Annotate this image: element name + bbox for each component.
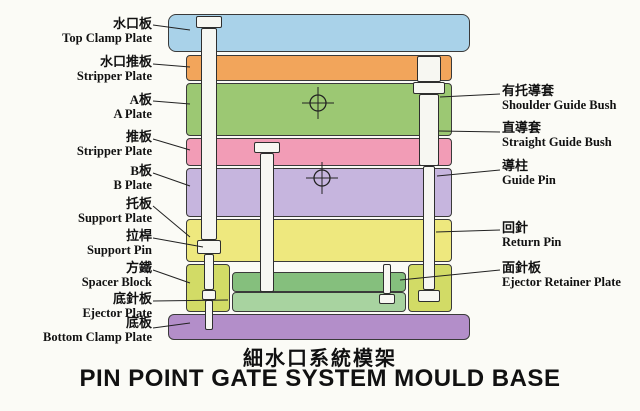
return-pin-head [379, 294, 395, 304]
label-zh: 底板 [125, 315, 152, 330]
label-guide-pin: 導柱 Guide Pin [502, 158, 638, 188]
label-support-plate: 托板 Support Plate [0, 196, 154, 226]
label-support-pin: 拉桿 Support Pin [0, 228, 154, 258]
label-en: Bottom Clamp Plate [42, 330, 152, 344]
support-plate [186, 219, 452, 262]
label-en: Ejector Plate [82, 306, 152, 320]
label-ejector-retainer-plate: 面針板 Ejector Retainer Plate [502, 260, 638, 290]
label-zh: 面針板 [502, 260, 542, 275]
label-en: Straight Guide Bush [502, 135, 612, 149]
leader-spacer-block [152, 269, 191, 284]
bottom-clamp-plate [168, 314, 470, 340]
label-zh: 回針 [502, 220, 529, 235]
ejector-retainer-plate [232, 272, 406, 292]
label-en: A Plate [113, 107, 152, 121]
label-zh: B板 [130, 163, 152, 178]
support-pin-collar [197, 240, 221, 254]
label-ejector-plate: 底針板 Ejector Plate [0, 291, 154, 321]
stripper-plate-upper [186, 55, 452, 81]
ejector-bolt-shaft-left [205, 300, 213, 330]
label-b-plate: B板 B Plate [0, 163, 154, 193]
label-straight-guide-bush: 直導套 Straight Guide Bush [502, 120, 638, 150]
shoulder-guide-bush-top [417, 56, 441, 82]
label-en: Support Pin [87, 243, 152, 257]
label-zh: 水口推板 [99, 54, 152, 69]
label-en: Stripper Plate [76, 144, 152, 158]
label-zh: 導柱 [502, 158, 529, 173]
label-spacer-block: 方鐵 Spacer Block [0, 260, 154, 290]
guide-pin-shaft [423, 166, 435, 290]
center-pin-head [254, 142, 280, 153]
label-zh: 拉桿 [125, 228, 152, 243]
label-en: Top Clamp Plate [62, 31, 152, 45]
center-pin-shaft [260, 153, 274, 292]
label-en: Spacer Block [81, 275, 152, 289]
label-bottom-clamp-plate: 底板 Bottom Clamp Plate [0, 315, 154, 345]
support-pin-tip [204, 254, 214, 290]
leader-stripper-plate-lower [152, 138, 191, 151]
label-zh: 底針板 [112, 291, 152, 306]
leader-a-plate [152, 100, 191, 105]
b-plate [186, 168, 452, 217]
label-zh: 直導套 [502, 120, 542, 135]
label-stripper-plate-upper: 水口推板 Stripper Plate [0, 54, 154, 84]
ejector-bolt-head-left [202, 290, 216, 300]
leader-b-plate [152, 172, 191, 187]
label-zh: 有托導套 [502, 83, 555, 98]
ejector-plate [232, 292, 406, 312]
leader-support-plate [152, 205, 191, 238]
diagram-title-chinese: 細水口系統模架 [243, 348, 397, 370]
label-en: Support Plate [78, 211, 152, 225]
label-zh: 水口板 [112, 16, 152, 31]
straight-guide-bush-body [419, 94, 439, 166]
label-zh: 托板 [125, 196, 152, 211]
label-en: Return Pin [502, 235, 562, 249]
shoulder-guide-bush-flange [413, 82, 445, 94]
return-pin-shaft [383, 264, 391, 294]
leader-stripper-plate-upper [152, 63, 191, 68]
guide-pin-head [418, 290, 440, 302]
support-pin-shaft [201, 28, 217, 240]
label-shoulder-guide-bush: 有托導套 Shoulder Guide Bush [502, 83, 638, 113]
label-a-plate: A板 A Plate [0, 92, 154, 122]
label-zh: 推板 [125, 129, 152, 144]
label-en: B Plate [113, 178, 152, 192]
diagram-title-english: PIN POINT GATE SYSTEM MOULD BASE [79, 365, 561, 392]
label-en: Shoulder Guide Bush [502, 98, 617, 112]
label-zh: A板 [129, 92, 152, 107]
label-en: Ejector Retainer Plate [502, 275, 621, 289]
label-en: Stripper Plate [76, 69, 152, 83]
label-zh: 方鐵 [125, 260, 152, 275]
label-top-clamp-plate: 水口板 Top Clamp Plate [0, 16, 154, 46]
label-stripper-plate-lower: 推板 Stripper Plate [0, 129, 154, 159]
support-pin-head [196, 16, 222, 28]
label-en: Guide Pin [502, 173, 556, 187]
stripper-plate-lower [186, 138, 452, 166]
label-return-pin: 回針 Return Pin [502, 220, 638, 250]
